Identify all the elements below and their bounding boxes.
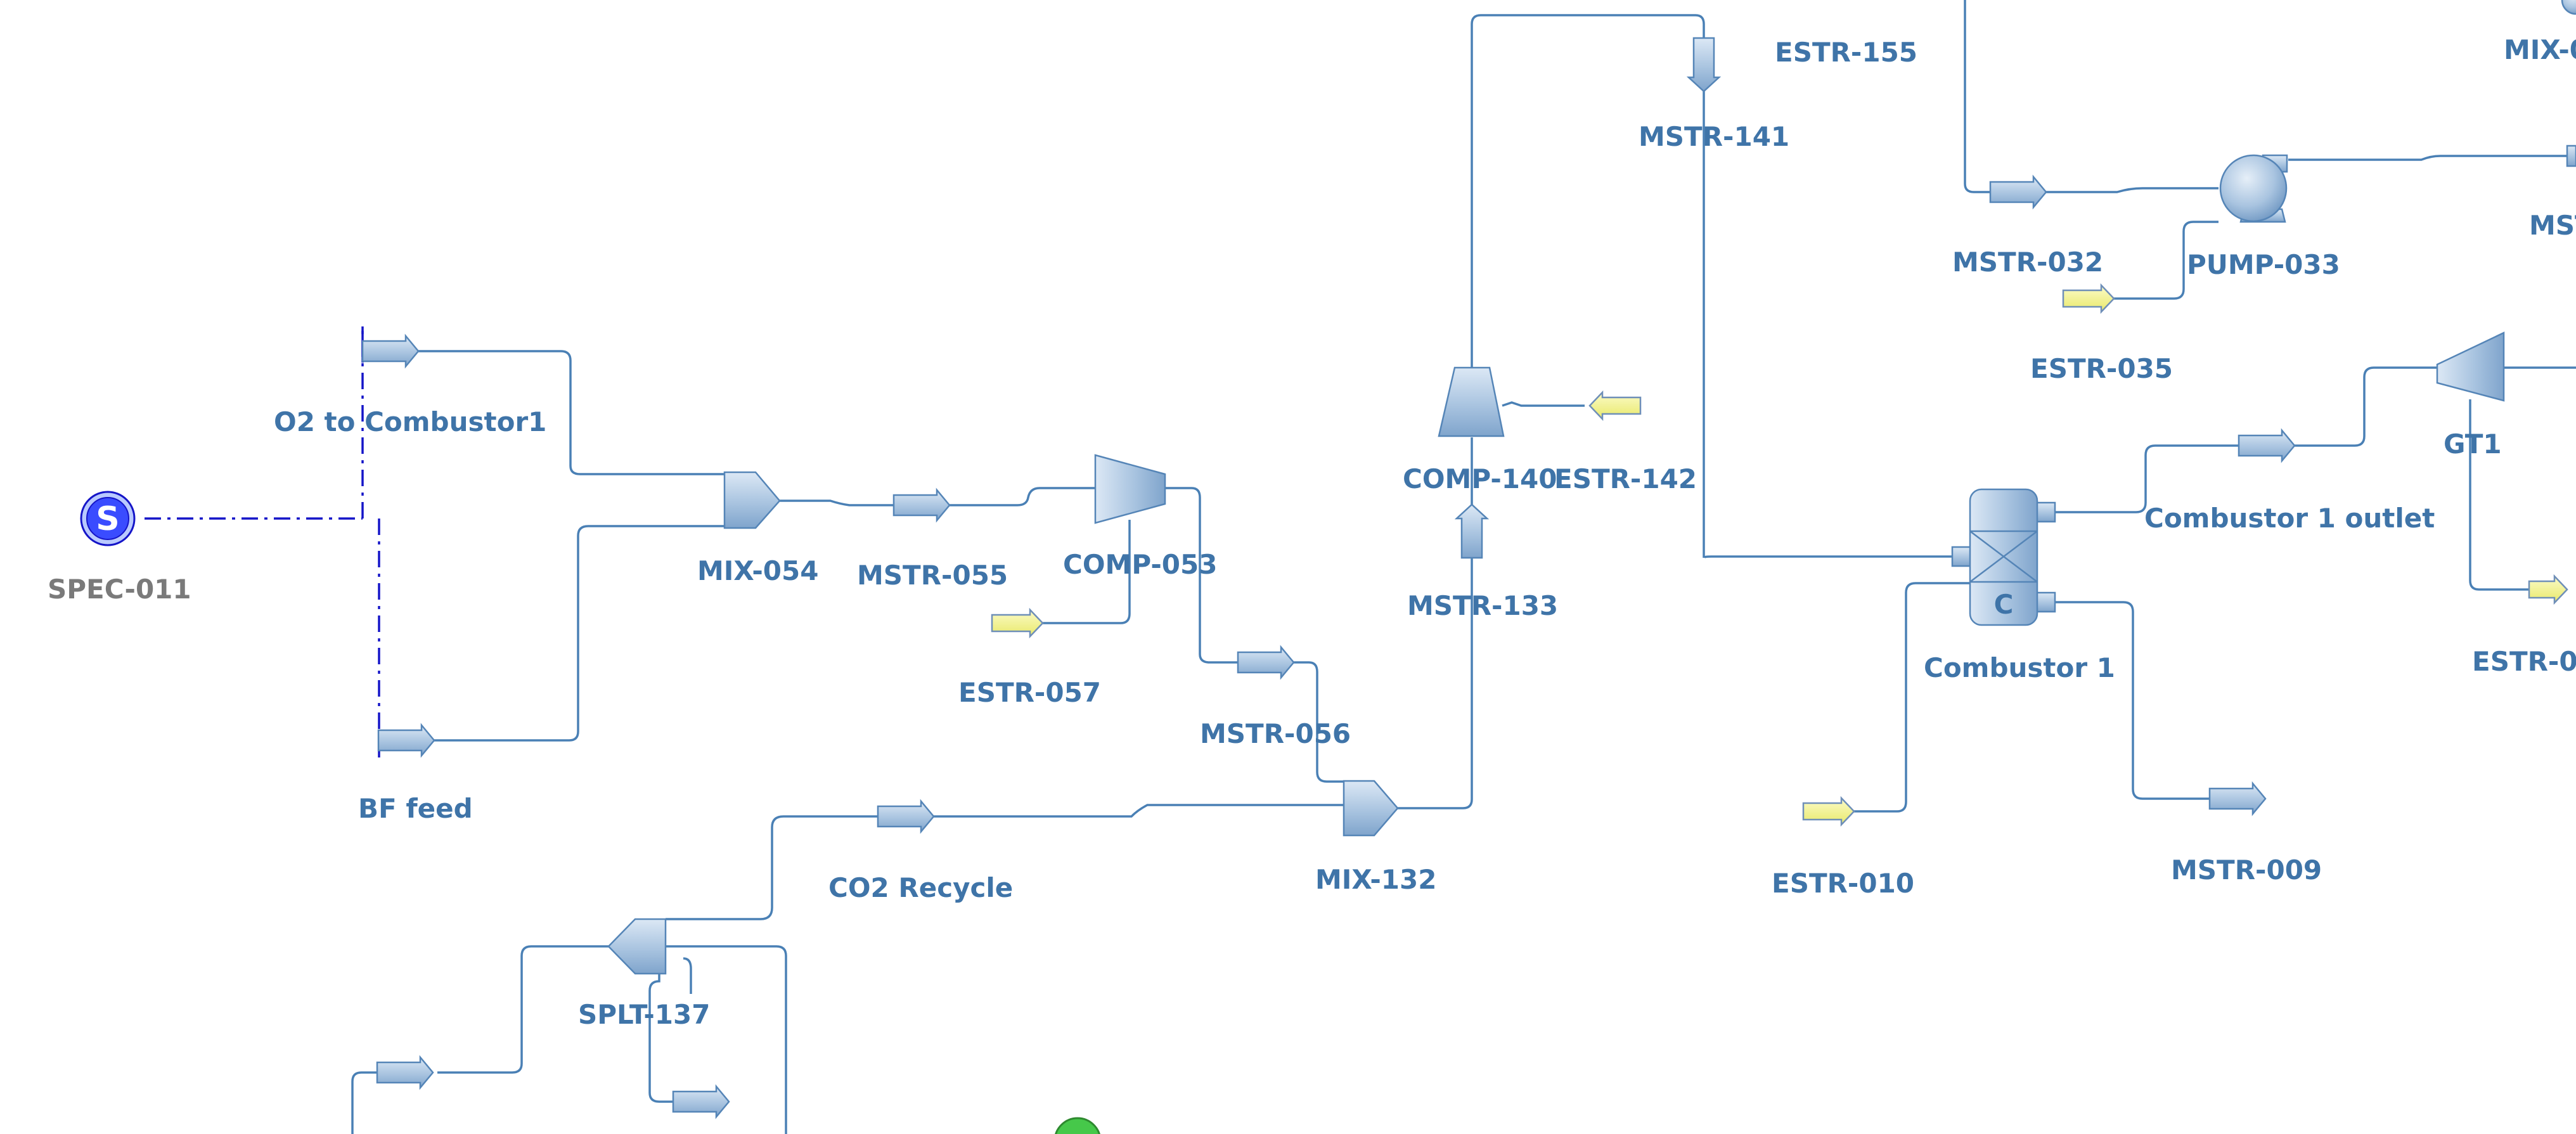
stream-line-splt137-branch[interactable] (648, 951, 673, 1103)
combustor-combustor-1-icon[interactable] (1951, 488, 2056, 626)
compressor-comp-140-icon[interactable] (1438, 366, 1505, 437)
stream-line-mstr032-to-pump033[interactable] (1964, 0, 2219, 193)
label-mix-054: MIX-054 (697, 555, 818, 586)
stream-line-mix132-to-comp140[interactable] (1394, 437, 1473, 809)
stream-line-combustor1-to-mstr009[interactable] (2054, 601, 2212, 800)
label-mstr-056: MSTR-056 (1200, 718, 1351, 749)
label-o2-to-combustor1: O2 to Combustor1 (274, 406, 546, 437)
energy-stream-estr-142-icon[interactable] (1588, 390, 1642, 422)
stream-line-o2-to-mix054[interactable] (415, 350, 726, 475)
spec-symbol: S (96, 500, 119, 538)
material-stream-mstr-056-icon[interactable] (1237, 645, 1295, 680)
label-estr-010: ESTR-010 (1772, 868, 1914, 899)
stream-line-pump033-outlet[interactable] (2288, 155, 2576, 161)
mixer-mix-054-icon[interactable] (723, 471, 781, 529)
material-stream-o2-to-combustor1-icon[interactable] (361, 333, 420, 369)
combustor-symbol: C (1994, 589, 2014, 620)
material-stream-mstr-133-icon[interactable] (1454, 503, 1490, 559)
label-combustor-1: Combustor 1 (1924, 652, 2115, 683)
material-stream-mstr-032-icon[interactable] (1989, 174, 2047, 210)
spec-spec-011-icon[interactable]: S (80, 491, 136, 546)
green-status-marker-icon[interactable] (1055, 1117, 1100, 1134)
material-stream-mstr-055-icon[interactable] (892, 487, 951, 523)
turbine-gt1-icon[interactable] (2436, 332, 2505, 402)
material-stream-splt137-branch-icon[interactable] (672, 1084, 730, 1119)
label-gt1: GT1 (2444, 428, 2502, 460)
material-stream-bf-feed-icon[interactable] (377, 723, 435, 758)
material-stream-mstr-141-icon[interactable] (1686, 37, 1722, 93)
label-comp-140: COMP-140 (1403, 463, 1557, 494)
energy-stream-estr-010-icon[interactable] (1802, 796, 1855, 827)
stream-line-estr057-to-comp053[interactable] (1043, 520, 1131, 624)
stream-line-estr142-to-comp140[interactable] (1502, 401, 1585, 407)
mixer-mix-132-icon[interactable] (1343, 780, 1399, 837)
stream-line-mix054-to-comp053[interactable] (780, 487, 1097, 506)
energy-stream-estr-01-icon[interactable] (2528, 574, 2568, 605)
stream-line-estr010-to-combustor1[interactable] (1829, 582, 1971, 813)
stream-line-gt1-to-estr01[interactable] (2469, 399, 2529, 591)
label-estr-155: ESTR-155 (1775, 37, 1917, 68)
label-mstr-141: MSTR-141 (1639, 121, 1789, 152)
label-mstr-133: MSTR-133 (1407, 590, 1558, 621)
material-stream-mstr-009-icon[interactable] (2208, 781, 2267, 816)
label-pump-033: PUMP-033 (2187, 249, 2340, 280)
splitter-splt-137-icon[interactable] (607, 918, 667, 975)
label-combustor-1-outlet: Combustor 1 outlet (2144, 503, 2435, 534)
compressor-comp-053-icon[interactable] (1094, 454, 1166, 524)
mixer-mix-0-partial-icon[interactable] (2561, 0, 2576, 15)
stream-line-left-bottom[interactable] (351, 1071, 377, 1134)
label-bf-feed: BF feed (358, 793, 473, 824)
label-estr-142: ESTR-142 (1554, 463, 1697, 494)
label-estr-035: ESTR-035 (2030, 353, 2173, 384)
label-mst-partial: MST (2529, 210, 2576, 241)
label-splt-137: SPLT-137 (578, 999, 710, 1030)
label-mstr-055: MSTR-055 (857, 560, 1008, 591)
material-stream-co2-recycle-icon[interactable] (877, 799, 935, 834)
label-estr-01-partial: ESTR-01 (2472, 646, 2576, 677)
material-stream-splt137-left-icon[interactable] (376, 1055, 434, 1090)
stream-line-splt137-left[interactable] (437, 945, 609, 1074)
label-spec-011: SPEC-011 (48, 574, 191, 605)
stream-line-splt137-down[interactable] (683, 957, 692, 994)
material-stream-combustor-1-outlet-icon[interactable] (2238, 428, 2296, 463)
label-mix-132: MIX-132 (1315, 864, 1436, 895)
stream-line-comp140-to-mstr141[interactable] (1471, 14, 1952, 558)
label-mstr-009: MSTR-009 (2171, 854, 2322, 886)
stream-line-splt137-top[interactable] (666, 945, 787, 1134)
material-stream-pump-outlet-icon[interactable] (2566, 145, 2576, 167)
stream-line-estr035-to-pump033[interactable] (2114, 221, 2219, 300)
stream-line-bffeed-to-mix054[interactable] (431, 525, 726, 742)
label-mix-0-partial: MIX-0 (2504, 34, 2576, 65)
label-comp-053: COMP-053 (1063, 549, 1217, 580)
label-mstr-032: MSTR-032 (1952, 247, 2103, 278)
label-estr-057: ESTR-057 (958, 677, 1101, 708)
energy-stream-estr-057-icon[interactable] (991, 607, 1044, 639)
label-co2-recycle: CO2 Recycle (828, 872, 1013, 903)
energy-stream-estr-035-icon[interactable] (2062, 283, 2115, 314)
stream-line-co2recycle-to-mix132[interactable] (666, 804, 1344, 920)
pump-pump-033-icon[interactable] (2219, 154, 2288, 223)
